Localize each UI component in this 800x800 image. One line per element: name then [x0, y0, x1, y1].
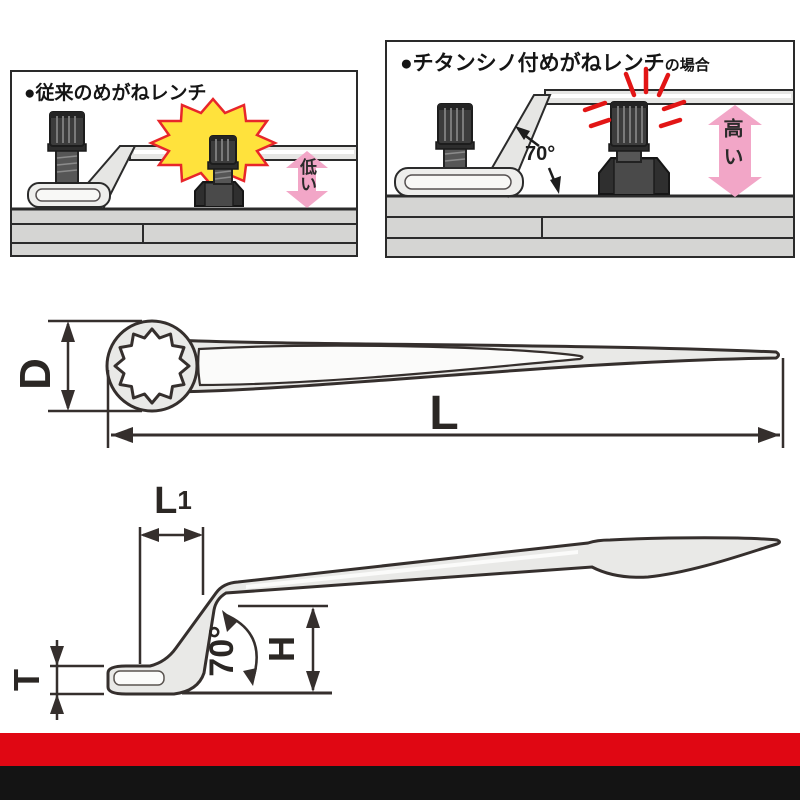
dimension-lines-side [50, 527, 332, 720]
high-clearance-label: 高い [720, 118, 742, 174]
impact-marks-icon [582, 66, 687, 129]
conventional-scene [12, 97, 356, 255]
clearance-low-arrow-icon [286, 151, 328, 208]
work-base [387, 194, 793, 256]
panel-conventional-wrench: ●従来のめがねレンチ 低い [10, 70, 358, 257]
dimension-l1-label: L 1 [138, 480, 208, 522]
clearance-high-arrow-icon [708, 105, 762, 197]
angle-70-label-panel: 70° [525, 143, 556, 165]
dimension-h-label: H [261, 636, 302, 662]
panel-titanium-title: ●チタンシノ付めがねレンチの場合 [400, 47, 710, 77]
dimension-l1-subscript: 1 [177, 485, 192, 516]
dimension-l1-main: L [154, 479, 178, 522]
work-base [12, 207, 356, 255]
angle-callout-arrows [515, 126, 561, 194]
panel-conventional-title: ●従来のめがねレンチ [24, 83, 207, 104]
bolt-left [47, 111, 87, 184]
titanium-wrench-drawing [394, 89, 793, 199]
titanium-scene [387, 66, 793, 256]
bolt-left [435, 103, 475, 150]
bolt-right [194, 135, 244, 207]
dimension-d-label: D [11, 358, 60, 390]
dimension-lines-plan [48, 319, 785, 448]
wrench-side-outline [106, 536, 781, 696]
wrench-plan-outline [105, 319, 780, 413]
twelve-point-socket [113, 327, 191, 405]
panel-titanium-wrench: ●チタンシノ付めがねレンチの場合 70° 高い [385, 40, 795, 258]
panel-titanium-title-main: ●チタンシノ付めがねレンチ [400, 52, 665, 75]
plan-view-drawing [48, 319, 785, 448]
panel-titanium-title-suffix: の場合 [664, 57, 710, 74]
dimension-l-label: L [429, 386, 459, 440]
bolt-right [598, 101, 670, 195]
angle-70-label-side: 70° [202, 625, 241, 677]
footer-stripe-black [0, 766, 800, 800]
low-clearance-label: 低い [297, 158, 316, 192]
footer-stripe-red [0, 733, 800, 766]
side-view-drawing [50, 527, 781, 720]
dimension-t-label: T [6, 669, 47, 691]
